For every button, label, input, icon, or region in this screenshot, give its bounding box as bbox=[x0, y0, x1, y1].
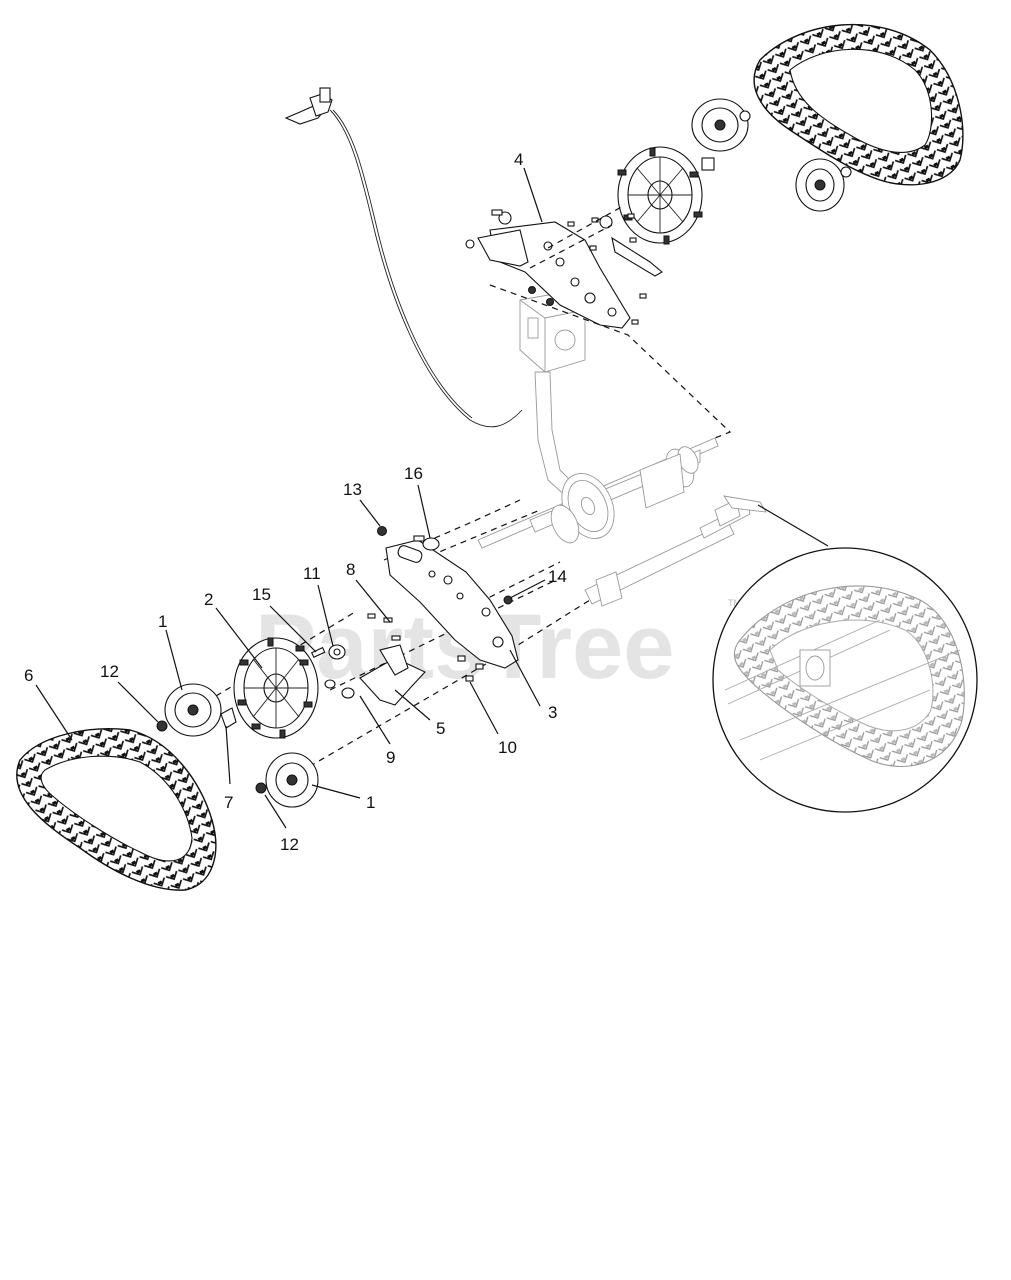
callout-13: 13 bbox=[343, 480, 362, 499]
watermark-trademark: TM bbox=[728, 598, 741, 608]
callout-1-upper: 1 bbox=[158, 612, 167, 631]
callout-12-lower: 12 bbox=[280, 835, 299, 854]
callout-14: 14 bbox=[548, 567, 567, 586]
callout-3: 3 bbox=[548, 703, 557, 722]
callout-8: 8 bbox=[346, 560, 355, 579]
callout-2: 2 bbox=[204, 590, 213, 609]
callout-6: 6 bbox=[24, 666, 33, 685]
mounting-plate bbox=[385, 539, 519, 669]
callout-7: 7 bbox=[224, 793, 233, 812]
callout-1-lower: 1 bbox=[366, 793, 375, 812]
lower-track bbox=[16, 728, 217, 891]
idler-wheels-lower bbox=[156, 683, 319, 808]
callout-9: 9 bbox=[386, 748, 395, 767]
upper-track-assembly bbox=[617, 23, 964, 245]
callout-16: 16 bbox=[404, 464, 423, 483]
detail-inset bbox=[712, 504, 978, 813]
callout-4: 4 bbox=[514, 150, 523, 169]
upper-plate-assembly bbox=[465, 204, 732, 439]
callout-10: 10 bbox=[498, 738, 517, 757]
control-cable-assembly bbox=[284, 87, 523, 428]
callout-labels: 4 13 16 11 8 14 15 2 1 6 12 5 3 9 10 7 1… bbox=[24, 150, 567, 854]
lower-hardware bbox=[220, 526, 513, 729]
lower-sprocket bbox=[233, 637, 319, 739]
leader-lines bbox=[35, 167, 546, 829]
callout-11: 11 bbox=[303, 564, 321, 583]
callout-12-upper: 12 bbox=[100, 662, 119, 681]
gearbox-axle-assembly bbox=[477, 291, 767, 607]
callout-5: 5 bbox=[436, 719, 445, 738]
callout-15: 15 bbox=[252, 585, 271, 604]
